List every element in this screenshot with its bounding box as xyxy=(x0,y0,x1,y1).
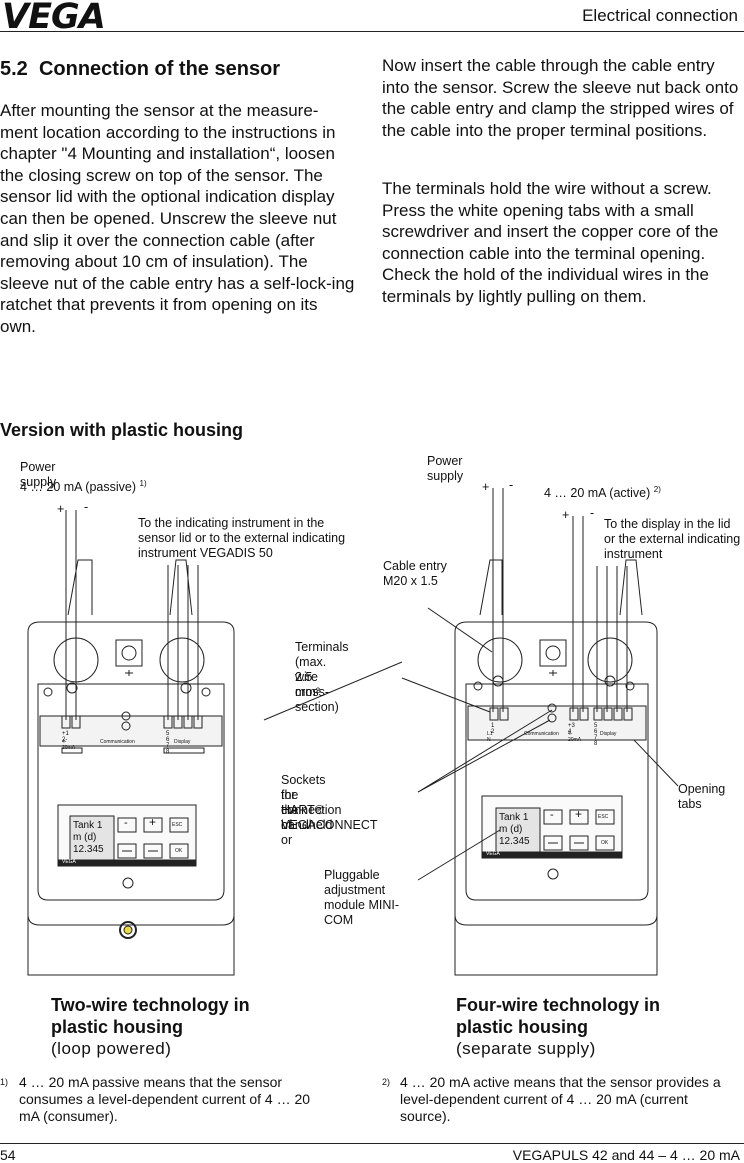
terminal-nums-right: 1 2 xyxy=(491,723,495,735)
module-display-left: Tank 1 m (d) 12.345 xyxy=(73,820,104,856)
sockets-label-3: the VEGACONNECT xyxy=(281,803,378,832)
disp-nums-right: 5 6 7 8 xyxy=(594,723,598,747)
power-supply-left: Power supply xyxy=(20,460,57,489)
to-indicating-label: To the indicating instrument in the sens… xyxy=(138,516,346,560)
header-title: Electrical connection xyxy=(582,6,738,25)
left-housing xyxy=(27,510,235,976)
plus-left: + xyxy=(57,502,65,516)
sockets-label-2: the HART® handheld or xyxy=(281,788,333,847)
footnote-1: 4 … 20 mA passive means that the sensor … xyxy=(19,1074,311,1124)
opening-tabs-label: Opening tabs xyxy=(678,782,726,811)
terminals-label-2: (max. 2.5 mm² xyxy=(295,655,327,699)
footer-rule xyxy=(0,1143,744,1144)
footer-doc-title: VEGAPULS 42 and 44 – 4 … 20 mA xyxy=(512,1147,740,1163)
module-brand-right: VEGA xyxy=(486,851,500,857)
caption-right-title-2: plastic housing xyxy=(456,1017,589,1037)
section-title: 5.2 Connection of the sensor xyxy=(0,58,280,81)
module-plus-right: + xyxy=(575,807,583,821)
terminals-label-3: wire cross-section) xyxy=(295,670,339,714)
section-number: 5.2 xyxy=(0,58,28,80)
minus-right: - xyxy=(509,478,514,492)
module-line2-right: m (d) xyxy=(499,824,523,835)
caption-left-title-1: Two-wire technology in xyxy=(51,995,250,1015)
minus-right-2: - xyxy=(590,506,595,520)
caption-right: Four-wire technology in plastic housing … xyxy=(456,994,660,1060)
caption-left: Two-wire technology in plastic housing (… xyxy=(51,994,250,1060)
module-ok-right: OK xyxy=(601,840,609,846)
cable-entry-label: Cable entry M20 x 1.5 xyxy=(383,559,447,588)
module-esc-left: ESC xyxy=(172,822,183,828)
active-label: 4 … 20 mA (active) 2) xyxy=(544,482,661,501)
terminals-label-1: Terminals xyxy=(295,640,349,654)
passive-text: 4 … 20 mA (passive) xyxy=(20,480,137,495)
header-rule xyxy=(0,31,744,32)
disp-left: Display xyxy=(174,739,191,745)
module-minus-right: - xyxy=(550,809,554,821)
to-display-label: To the display in the lid or the externa… xyxy=(604,517,741,561)
right-housing xyxy=(454,488,658,976)
subheading: Version with plastic housing xyxy=(0,420,244,440)
comm-left: Communication xyxy=(100,739,135,745)
wiring-diagram xyxy=(27,488,679,976)
plus-right-2: + xyxy=(562,508,570,522)
comm-right: Communication xyxy=(524,731,559,737)
paragraph-right-2: The terminals hold the wire without a sc… xyxy=(382,179,719,306)
module-line3-right: 12.345 xyxy=(499,836,530,847)
paragraph-left: After mounting the sensor at the measure… xyxy=(0,101,355,336)
module-esc-right: ESC xyxy=(598,814,609,820)
disp-right: Display xyxy=(600,731,617,737)
footnote-ref-2: 2) xyxy=(653,485,661,494)
module-line3-left: 12.345 xyxy=(73,844,104,855)
caption-left-title-2: plastic housing xyxy=(51,1017,184,1037)
module-brand-left: VEGA xyxy=(62,859,76,865)
module-minus-left: - xyxy=(124,817,128,829)
footnote-2: 4 … 20 mA active means that the sensor p… xyxy=(400,1074,721,1124)
terminal-l1n-right: L1 N xyxy=(487,731,493,743)
section-title-text: Connection of the sensor xyxy=(38,58,281,80)
footnote-ref-1: 1) xyxy=(139,479,147,488)
pluggable-label: Pluggable adjustment module MINI-COM xyxy=(324,868,400,927)
footnote-2-mark: 2) xyxy=(382,1077,391,1087)
terminal-sub-left: 4-20mA xyxy=(62,739,76,751)
paragraph-right-1: Now insert the cable through the cable e… xyxy=(382,56,739,140)
terminal-sub-right: +3 4 xyxy=(568,723,575,735)
module-plus-left: + xyxy=(149,815,157,829)
disp-nums-left: 5 6 7 8 xyxy=(166,731,170,755)
minus-left: - xyxy=(84,500,89,514)
caption-right-title-1: Four-wire technology in xyxy=(456,995,661,1015)
module-line1-left: Tank 1 xyxy=(73,820,103,831)
caption-right-sub: (separate supply) xyxy=(456,1039,596,1058)
module-ok-left: OK xyxy=(175,848,183,854)
module-line2-left: m (d) xyxy=(73,832,97,843)
sockets-label-1: Sockets for connection of xyxy=(281,773,342,832)
module-line1-right: Tank 1 xyxy=(499,812,529,823)
footnote-1-mark: 1) xyxy=(0,1077,9,1087)
module-display-right: Tank 1 m (d) 12.345 xyxy=(499,812,530,848)
power-supply-right: Power supply xyxy=(427,454,464,483)
terminal-sub2-right: 4-20mA xyxy=(568,731,582,743)
active-text: 4 … 20 mA (active) xyxy=(544,486,651,501)
vega-logo: VEGA xyxy=(2,0,106,37)
passive-label: 4 … 20 mA (passive) 1) xyxy=(20,476,147,495)
plus-right: + xyxy=(482,480,490,494)
leader-cable-entry xyxy=(427,607,493,653)
page-number: 54 xyxy=(0,1147,16,1163)
terminal-nums-left: +1 2- xyxy=(62,731,69,743)
caption-left-sub: (loop powered) xyxy=(51,1039,172,1058)
